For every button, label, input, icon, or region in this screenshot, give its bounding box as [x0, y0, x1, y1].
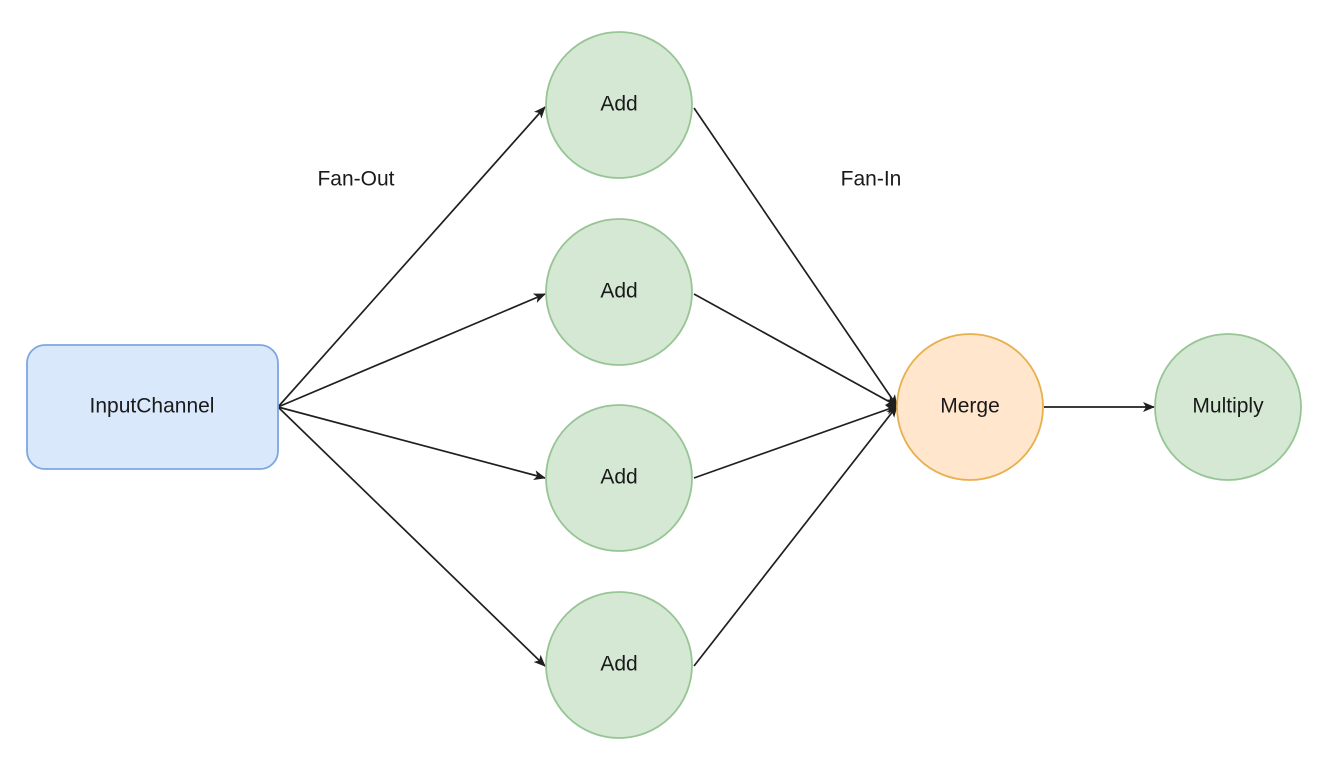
add-node-4[interactable]: Add	[545, 591, 693, 739]
multiply-node[interactable]: Multiply	[1154, 333, 1302, 481]
add-node-1[interactable]: Add	[545, 31, 693, 179]
multiply-node-label: Multiply	[1192, 395, 1264, 418]
fan-in-label: Fan-In	[841, 168, 902, 191]
add-node-circle	[545, 218, 693, 366]
add-node-label: Add	[600, 280, 637, 303]
add-node-label: Add	[600, 466, 637, 489]
add-node-label: Add	[600, 93, 637, 116]
input-channel-box	[26, 344, 279, 470]
input-channel-node[interactable]: InputChannel	[26, 344, 279, 470]
edge-input-to-add-1	[277, 106, 546, 408]
add-node-2[interactable]: Add	[545, 218, 693, 366]
edge-input-to-add-3	[277, 406, 546, 481]
multiply-node-circle	[1154, 333, 1302, 481]
add-node-circle	[545, 31, 693, 179]
edge-add-1-to-merge	[693, 107, 898, 407]
add-node-circle	[545, 591, 693, 739]
edge-add-4-to-merge	[693, 405, 898, 667]
add-node-circle	[545, 404, 693, 552]
merge-node-label: Merge	[940, 395, 1000, 418]
edge-input-to-add-4	[277, 406, 546, 667]
add-node-label: Add	[600, 653, 637, 676]
edge-add-3-to-merge	[693, 404, 898, 479]
input-channel-label: InputChannel	[90, 395, 215, 418]
add-node-3[interactable]: Add	[545, 404, 693, 552]
fan-out-label: Fan-Out	[317, 168, 394, 191]
merge-node-circle	[896, 333, 1044, 481]
merge-node[interactable]: Merge	[896, 333, 1044, 481]
edge-input-to-add-2	[277, 293, 546, 408]
edge-add-2-to-merge	[693, 293, 898, 407]
